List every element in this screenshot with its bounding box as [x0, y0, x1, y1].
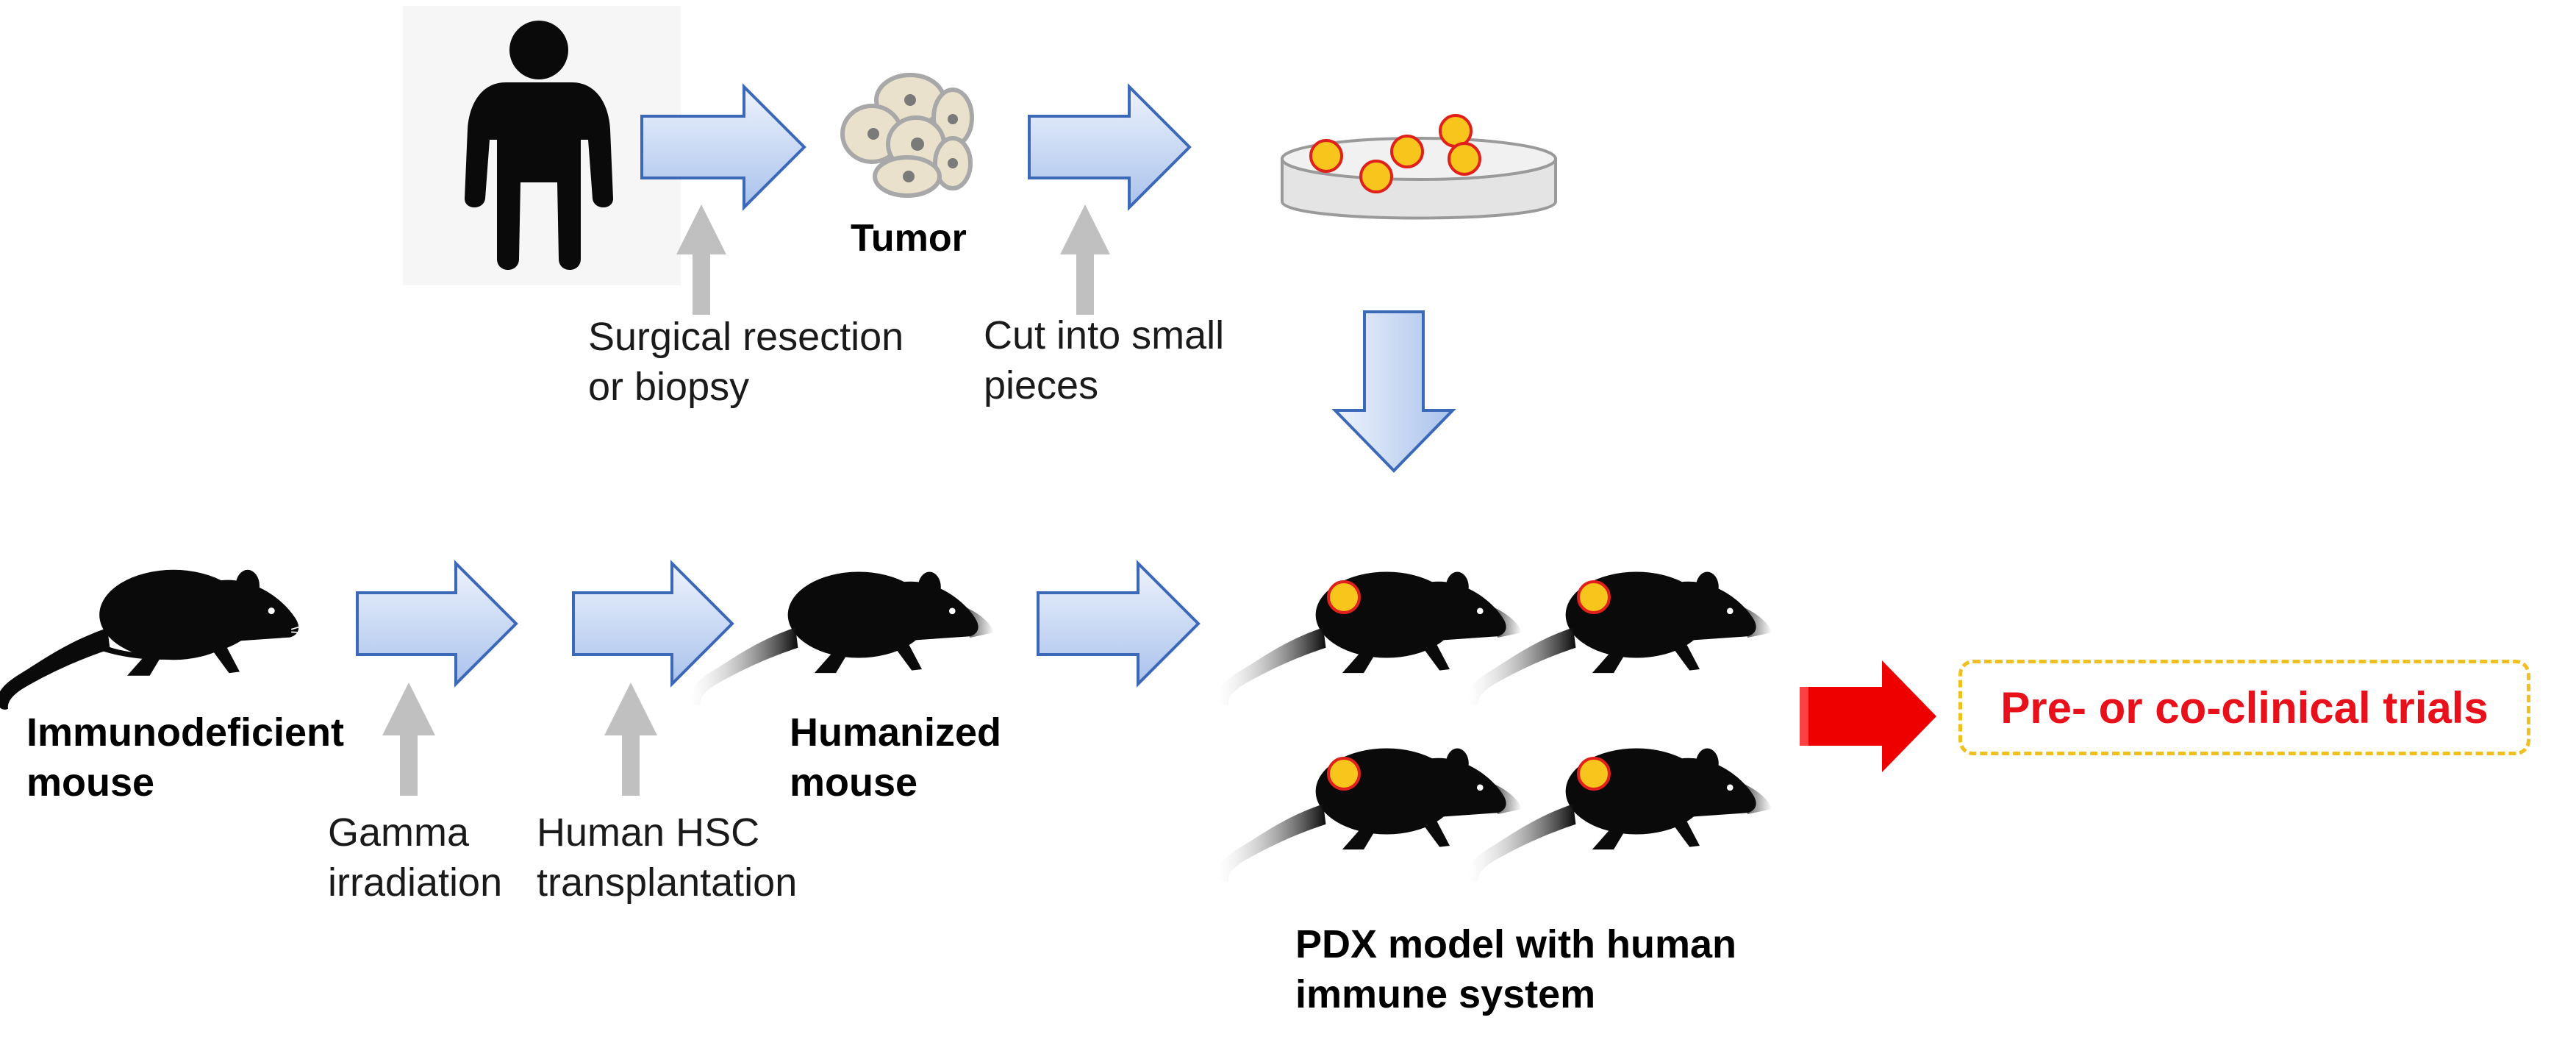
humanized-label-line1: Humanized — [790, 710, 1002, 755]
arrow-cut-annotation — [1060, 204, 1110, 315]
pdx-mouse-icon — [1468, 748, 1772, 883]
clinical-trials-box: Pre- or co-clinical trials — [1958, 660, 2530, 755]
flow-arrow-to-pdx — [1037, 560, 1201, 688]
mouse-icon-humanized — [690, 571, 995, 706]
immunodeficient-label-line2: mouse — [26, 760, 155, 805]
pdx-mouse-icon — [1468, 571, 1772, 706]
surgical-label-line2: or biopsy — [588, 365, 750, 409]
hsc-label-line2: transplantation — [537, 860, 798, 905]
flow-arrow-to-tumor — [640, 83, 806, 211]
arrow-gamma-annotation — [382, 682, 435, 796]
cut-label-line1: Cut into small — [984, 313, 1225, 357]
gamma-label-line2: irradiation — [328, 860, 503, 905]
surgical-label-line1: Surgical resection — [588, 315, 904, 359]
flow-arrow-to-dish — [1028, 83, 1192, 211]
pdx-mice-group — [1218, 571, 1772, 883]
immunodeficient-label-line1: Immunodeficient — [26, 710, 345, 755]
flow-arrow-gamma — [356, 560, 518, 688]
flow-arrow-down — [1331, 310, 1456, 473]
flow-arrow-hsc — [572, 560, 734, 688]
red-result-arrow — [1800, 660, 1936, 772]
tumor-label: Tumor — [851, 217, 967, 260]
pdx-label-line1: PDX model with human — [1295, 922, 1737, 966]
hsc-label-line1: Human HSC — [537, 810, 760, 855]
humanized-label-line2: mouse — [790, 760, 918, 805]
mouse-icon-immunodeficient — [0, 568, 315, 710]
arrow-hsc-annotation — [604, 682, 657, 796]
petri-dish-icon — [1281, 114, 1557, 220]
clinical-trials-label: Pre- or co-clinical trials — [2000, 682, 2489, 732]
person-icon — [465, 21, 613, 270]
pdx-label-line2: immune system — [1295, 972, 1596, 1016]
cut-label-line2: pieces — [984, 363, 1099, 407]
arrow-surgical-annotation — [676, 204, 726, 315]
tumor-cells-icon — [840, 73, 974, 198]
gamma-label-line1: Gamma — [328, 810, 470, 855]
